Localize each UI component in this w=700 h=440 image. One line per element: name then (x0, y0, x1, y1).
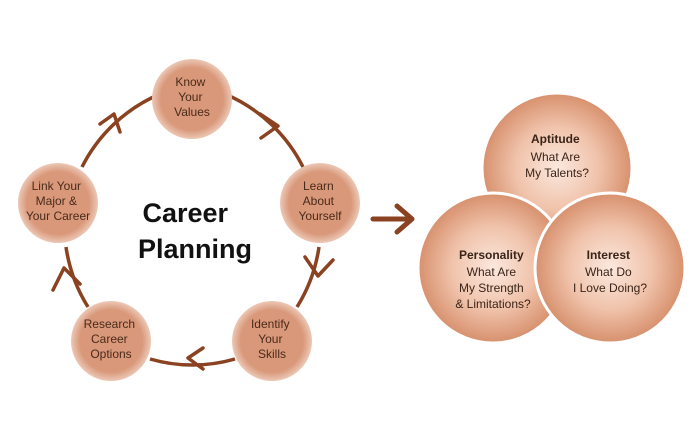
venn-line: My Talents? (525, 166, 589, 180)
ring-arc-4 (64, 246, 90, 308)
venn-label-interest: Interest What Do I Love Doing? (573, 248, 647, 295)
cycle-node-line: Your (178, 90, 202, 104)
center-title-line: Planning (138, 234, 252, 264)
center-title-line: Career (142, 198, 228, 228)
venn-label-aptitude: Aptitude What Are My Talents? (525, 132, 589, 180)
cycle-node-line: Values (174, 105, 210, 119)
cycle-node-label: Learn About Yourself (299, 179, 343, 223)
venn-line: I Love Doing? (573, 281, 647, 295)
ring-arrowhead-1 (258, 112, 280, 140)
cycle-node-line: Career (91, 332, 128, 346)
cycle-node-label: Link Your Major & Your Career (26, 179, 90, 223)
venn-title: Personality (459, 248, 524, 262)
cycle-node-line: About (303, 194, 335, 208)
ring-arc-2 (295, 246, 321, 308)
cycle-node-line: Link Your (32, 179, 81, 193)
venn-line: What Do (585, 265, 632, 279)
ring-arrowhead-2 (303, 255, 335, 278)
cycle-node-identify-skills: Identify Your Skills (232, 301, 312, 381)
cycle-node-research-options: Research Career Options (71, 301, 151, 381)
cycle-node-circle (280, 163, 360, 243)
cycle-node-line: Options (90, 347, 131, 361)
ring-arrowhead-5 (98, 112, 122, 134)
connector-arrow-head (394, 203, 415, 235)
ring-arrowheads (51, 112, 335, 371)
ring-arc-5 (80, 92, 161, 168)
cycle-node-line: Major & (36, 194, 77, 208)
ring-arrowhead-3 (186, 346, 205, 371)
venn-line: What Are (531, 150, 581, 164)
cycle-node-line: Skills (258, 347, 286, 361)
center-title: Career Planning (138, 198, 252, 264)
venn-line: & Limitations? (455, 297, 531, 311)
cycle-ring (64, 92, 321, 367)
cycle-node-line: Your (258, 332, 282, 346)
cycle-node-line: Know (175, 75, 205, 89)
cycle-node-circle (232, 301, 312, 381)
cycle-node-link-major: Link Your Major & Your Career (18, 163, 98, 243)
cycle-node-label: Know Your Values (174, 75, 210, 119)
cycle-node-line: Yourself (299, 209, 343, 223)
ring-arc-3 (149, 357, 236, 367)
cycle-node-circle (152, 59, 232, 139)
ring-arc-1 (224, 92, 305, 168)
cycle-node-line: Identify (251, 317, 290, 331)
venn-diagram: Aptitude What Are My Talents? Personalit… (416, 91, 687, 345)
cycle-node-label: Research Career Options (84, 317, 139, 361)
venn-line: My Strength (459, 281, 524, 295)
cycle-node-label: Identify Your Skills (251, 317, 293, 361)
venn-circle-interest (533, 191, 687, 345)
venn-title: Interest (587, 248, 630, 262)
cycle-node-circle (18, 163, 98, 243)
ring-arrowhead-4 (51, 266, 82, 292)
cycle-node-circle (71, 301, 151, 381)
cycle-node-line: Your Career (26, 209, 90, 223)
cycle-node-know-values: Know Your Values (152, 59, 232, 139)
venn-label-personality: Personality What Are My Strength & Limit… (455, 248, 531, 311)
cycle-node-line: Research (84, 317, 135, 331)
connector-arrow (370, 203, 415, 235)
cycle-node-line: Learn (303, 179, 334, 193)
cycle-node-learn-yourself: Learn About Yourself (280, 163, 360, 243)
venn-line: What Are (467, 265, 517, 279)
venn-title: Aptitude (531, 132, 580, 146)
